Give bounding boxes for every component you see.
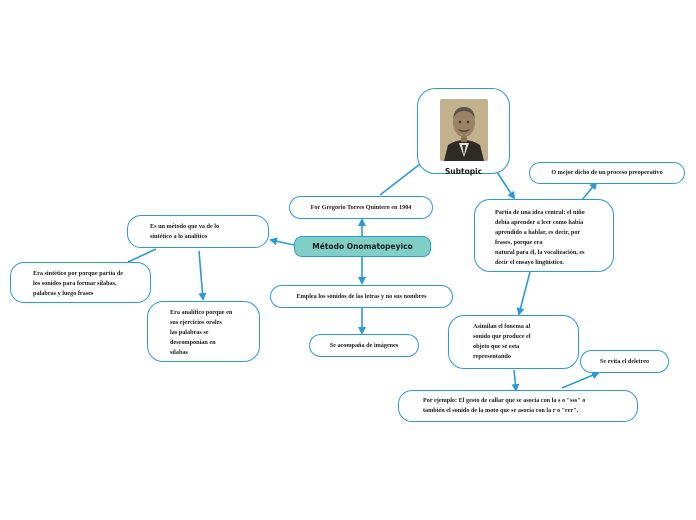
link-idea-phoneme [519, 272, 530, 314]
analytic-text: Era analítico porque en sus ejercicios o… [170, 308, 232, 358]
link-method-synthetic [128, 249, 156, 262]
central-topic[interactable]: Método Onomatopeyico [294, 236, 431, 257]
subtopic-label: Subtopic [418, 167, 509, 177]
method-node[interactable]: Es un método que va de lo sintético a lo… [127, 215, 269, 248]
link-author-subtopic [380, 164, 420, 195]
central-topic-label: Método Onomatopeyico [312, 242, 412, 252]
example-text: Por ejemplo: El gesto de callar que se a… [423, 396, 585, 416]
link-phoneme-example [514, 370, 516, 390]
images-text: Se acompaña de imágenes [330, 341, 399, 351]
analytic-node[interactable]: Era analítico porque en sus ejercicios o… [147, 301, 260, 362]
images-node[interactable]: Se acompaña de imágenes [309, 334, 419, 357]
method-text: Es un método que va de lo sintético a lo… [150, 222, 219, 242]
sounds-text: Emplea los sonidos de las letras y no su… [296, 292, 426, 302]
spelling-node[interactable]: Se evita el deletreo [580, 350, 669, 373]
subtopic-node[interactable]: Subtopic [417, 88, 510, 174]
link-center-method [271, 240, 294, 245]
spelling-text: Se evita el deletreo [600, 357, 649, 367]
example-node[interactable]: Por ejemplo: El gesto de callar que se a… [398, 390, 638, 422]
synthetic-node[interactable]: Era sintético por porque partía de los s… [10, 262, 151, 303]
idea-node[interactable]: Partía de una idea central: el niño debí… [474, 199, 614, 272]
portrait-photo [440, 99, 488, 161]
idea-text: Partía de una idea central: el niño debí… [495, 208, 585, 268]
link-idea-preparatory [582, 183, 596, 200]
phoneme-text: Asimilan el fonema al sonido que produce… [473, 322, 530, 362]
phoneme-node[interactable]: Asimilan el fonema al sonido que produce… [448, 315, 579, 369]
link-example-spelling [562, 373, 598, 388]
preparatory-text: O mejor dicho de un proceso preoperativo [551, 168, 662, 178]
synthetic-text: Era sintético por porque partía de los s… [33, 269, 123, 299]
author-node[interactable]: For Gregorio Torres Quintero en 1904 [289, 196, 433, 219]
author-text: For Gregorio Torres Quintero en 1904 [311, 203, 412, 213]
sounds-node[interactable]: Emplea los sonidos de las letras y no su… [270, 285, 453, 308]
link-method-analytic [199, 251, 203, 299]
preparatory-node[interactable]: O mejor dicho de un proceso preoperativo [529, 162, 685, 184]
